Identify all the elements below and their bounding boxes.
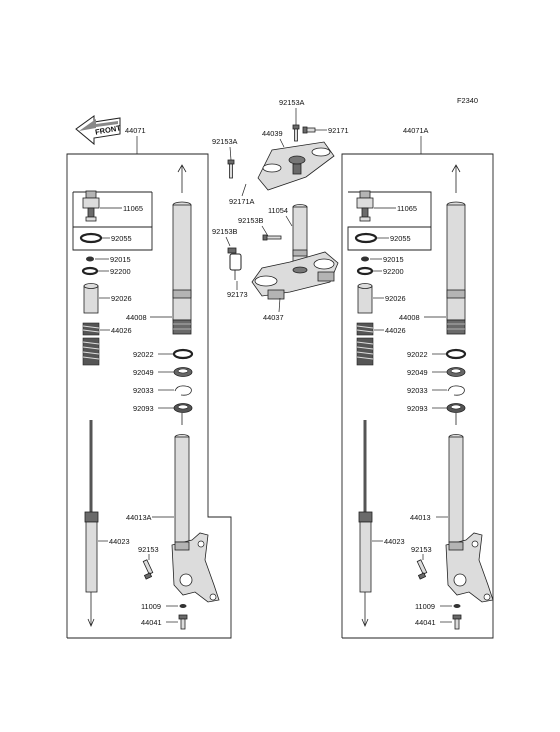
label-r-oring: 92055 bbox=[390, 234, 411, 243]
label-r-cap: 11065 bbox=[397, 204, 417, 213]
top-bolt bbox=[292, 124, 300, 142]
upper-left-bolt bbox=[227, 159, 235, 179]
label-l-seal1: 92022 bbox=[133, 350, 154, 359]
right-assy-label: 44071A bbox=[403, 126, 429, 135]
label-clamp-c: 92173 bbox=[227, 290, 248, 299]
label-l-spring: 44026 bbox=[111, 326, 132, 335]
right-seal-3 bbox=[446, 403, 466, 413]
label-clamp-a: 92171 bbox=[328, 126, 349, 135]
right-fork-frame bbox=[341, 153, 494, 639]
right-washer bbox=[356, 266, 374, 276]
label-l-cartridge: 44023 bbox=[109, 537, 130, 546]
front-label: FRONT bbox=[94, 123, 121, 136]
right-seal-1 bbox=[445, 348, 467, 360]
left-fork-frame bbox=[66, 153, 232, 639]
left-seal-1 bbox=[172, 348, 194, 360]
label-l-drain: 44041 bbox=[141, 618, 162, 627]
upper-clamp-bolt bbox=[302, 126, 316, 134]
right-fork-group: 44071A 11065 92055 92015 92200 92026 bbox=[341, 126, 494, 639]
left-drain-bolt bbox=[178, 614, 188, 630]
left-fork-cap bbox=[82, 190, 100, 222]
label-r-washer1: 92015 bbox=[383, 255, 404, 264]
left-spring bbox=[82, 322, 100, 366]
right-bracket-bolt bbox=[416, 559, 428, 580]
left-cap-box bbox=[72, 192, 153, 251]
label-upper-bolt: 92153A bbox=[212, 137, 238, 146]
left-inner-tube bbox=[171, 413, 220, 603]
cable-clamp bbox=[227, 247, 242, 280]
label-r-spacer: 92026 bbox=[385, 294, 406, 303]
left-washer-small bbox=[86, 256, 94, 262]
label-l-oring: 92055 bbox=[111, 234, 132, 243]
label-bolt-b1: 92153B bbox=[238, 216, 264, 225]
left-seal-2 bbox=[173, 367, 193, 377]
label-l-clip: 92033 bbox=[133, 386, 154, 395]
left-outer-tube bbox=[172, 164, 192, 335]
left-seal-3 bbox=[173, 403, 193, 413]
label-lower-bracket: 44037 bbox=[263, 313, 284, 322]
left-clip bbox=[174, 385, 192, 396]
right-clip bbox=[447, 385, 465, 396]
figure-code: F2340 bbox=[457, 96, 478, 105]
label-r-seal1: 92022 bbox=[407, 350, 428, 359]
right-oring bbox=[354, 232, 378, 244]
label-stem: 11054 bbox=[268, 206, 288, 215]
label-l-seal2: 92049 bbox=[133, 368, 154, 377]
label-l-outer-tube: 44008 bbox=[126, 313, 147, 322]
upper-triple-clamp bbox=[257, 141, 335, 191]
left-fork-group: 44071 11065 92055 92015 92200 bbox=[66, 126, 232, 639]
left-washer bbox=[81, 266, 99, 276]
label-r-seal2: 92049 bbox=[407, 368, 428, 377]
label-r-seal3: 92093 bbox=[407, 404, 428, 413]
right-drain-bolt bbox=[452, 614, 462, 630]
label-upper-bracket: 44039 bbox=[262, 129, 283, 138]
label-r-spring: 44026 bbox=[385, 326, 406, 335]
right-washer-small bbox=[361, 256, 369, 262]
front-direction-arrow: FRONT bbox=[75, 115, 122, 146]
label-r-inner-tube: 44013 bbox=[410, 513, 431, 522]
label-r-washer2: 92200 bbox=[383, 267, 404, 276]
left-bracket-bolt bbox=[142, 559, 154, 580]
label-bolt-b2: 92153B bbox=[212, 227, 238, 236]
left-cartridge bbox=[84, 420, 99, 628]
left-assy-label: 44071 bbox=[125, 126, 146, 135]
label-l-seal3: 92093 bbox=[133, 404, 154, 413]
right-fork-cap bbox=[356, 190, 374, 222]
lower-triple-clamp bbox=[251, 251, 339, 300]
label-l-bolt: 92153 bbox=[138, 545, 159, 554]
right-cartridge bbox=[358, 420, 373, 628]
label-l-washer1: 92015 bbox=[110, 255, 131, 264]
label-r-washer3: 11009 bbox=[415, 602, 435, 611]
label-clamp-b: 92171A bbox=[229, 197, 255, 206]
label-top-bolt-a: 92153A bbox=[279, 98, 305, 107]
label-r-bolt: 92153 bbox=[411, 545, 432, 554]
left-oring bbox=[79, 232, 103, 244]
right-spring bbox=[356, 322, 374, 366]
stem-bolt-b1 bbox=[262, 234, 282, 241]
label-l-cap: 11065 bbox=[123, 204, 143, 213]
label-l-washer2: 92200 bbox=[110, 267, 131, 276]
right-spacer bbox=[357, 283, 373, 314]
left-spacer bbox=[83, 283, 99, 314]
left-washer-bottom bbox=[179, 604, 187, 608]
label-r-clip: 92033 bbox=[407, 386, 428, 395]
steering-stem-group: 92153A 44039 92171 92153A 92171A bbox=[212, 98, 349, 322]
label-l-washer3: 11009 bbox=[141, 602, 161, 611]
label-l-spacer: 92026 bbox=[111, 294, 132, 303]
label-l-inner-tube: 44013A bbox=[126, 513, 152, 522]
right-washer-bottom bbox=[453, 604, 461, 608]
label-r-outer-tube: 44008 bbox=[399, 313, 420, 322]
right-seal-2 bbox=[446, 367, 466, 377]
label-r-drain: 44041 bbox=[415, 618, 436, 627]
right-inner-tube bbox=[445, 413, 494, 603]
label-r-cartridge: 44023 bbox=[384, 537, 405, 546]
right-outer-tube bbox=[446, 164, 466, 335]
right-cap-box bbox=[347, 191, 432, 251]
